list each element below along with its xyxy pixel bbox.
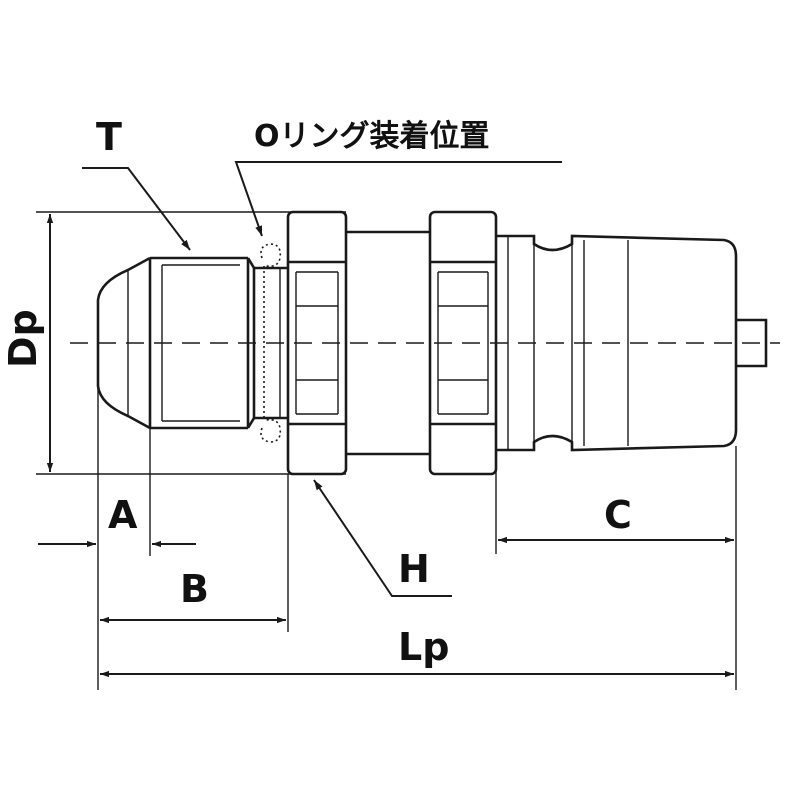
body-section: [346, 230, 430, 456]
plug-head: [496, 234, 768, 452]
extension-lines: [36, 211, 737, 690]
label-H: H: [398, 547, 430, 591]
label-oring-position: Oリング装着位置: [254, 119, 490, 154]
label-Dp: Dp: [1, 309, 45, 368]
leader-lines: [82, 161, 562, 597]
label-Lp: Lp: [398, 625, 449, 669]
dimension-lines: [38, 214, 734, 678]
threaded-end: [96, 256, 256, 430]
neck: [254, 266, 288, 420]
hex-nut-2: [428, 210, 498, 476]
label-A: A: [108, 493, 138, 537]
label-C: C: [604, 493, 632, 537]
o-ring-outline: [260, 243, 282, 443]
label-B: B: [180, 567, 209, 611]
label-T: T: [96, 115, 122, 159]
